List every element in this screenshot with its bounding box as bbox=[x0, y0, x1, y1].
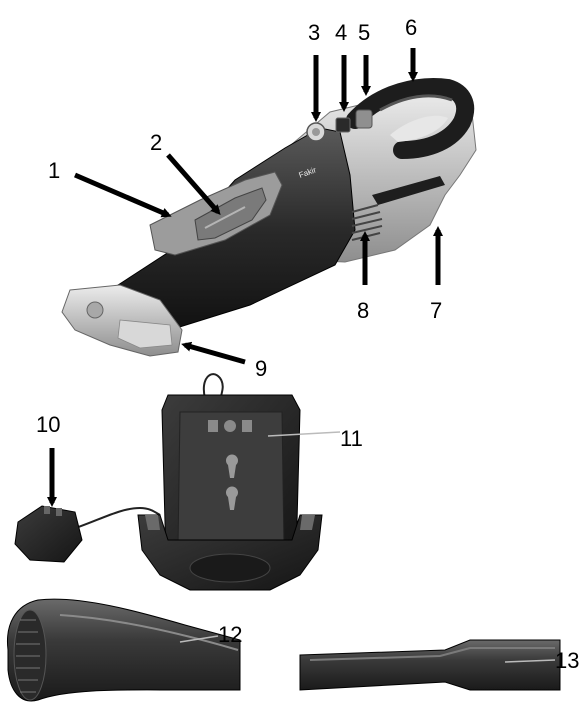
brush-bristles bbox=[13, 609, 47, 701]
arrow-2 bbox=[166, 153, 221, 216]
leader-lines bbox=[179, 431, 556, 663]
crevice-attachment bbox=[299, 639, 561, 691]
callout-2: 2 bbox=[150, 130, 162, 155]
arrow-9 bbox=[181, 341, 246, 365]
arrow-1 bbox=[74, 172, 172, 218]
brush-attachment bbox=[6, 598, 241, 702]
release-button bbox=[335, 117, 351, 133]
vacuum-handle bbox=[346, 78, 475, 159]
callout-7: 7 bbox=[430, 298, 442, 323]
callout-13: 13 bbox=[555, 648, 579, 673]
callout-5: 5 bbox=[358, 20, 370, 45]
charger-adapter bbox=[14, 505, 161, 563]
air-vents bbox=[351, 204, 383, 241]
callout-1: 1 bbox=[48, 158, 60, 183]
charging-base bbox=[137, 373, 323, 591]
base-tray bbox=[137, 514, 323, 591]
callout-11: 11 bbox=[340, 426, 363, 451]
callout-arrows bbox=[47, 48, 443, 507]
release-latch bbox=[355, 109, 373, 129]
handheld-vacuum: Fakir bbox=[61, 78, 477, 357]
callout-9: 9 bbox=[255, 356, 267, 381]
callout-3: 3 bbox=[308, 20, 320, 45]
callout-8: 8 bbox=[357, 298, 369, 323]
callout-labels: 1 2 3 4 5 6 7 8 9 10 11 12 13 bbox=[36, 15, 579, 673]
callout-6: 6 bbox=[405, 15, 417, 40]
nozzle-emblem bbox=[86, 301, 104, 319]
adapter-cable bbox=[69, 506, 161, 531]
callout-10: 10 bbox=[36, 412, 60, 437]
callout-12: 12 bbox=[218, 622, 242, 647]
callout-4: 4 bbox=[335, 20, 347, 45]
